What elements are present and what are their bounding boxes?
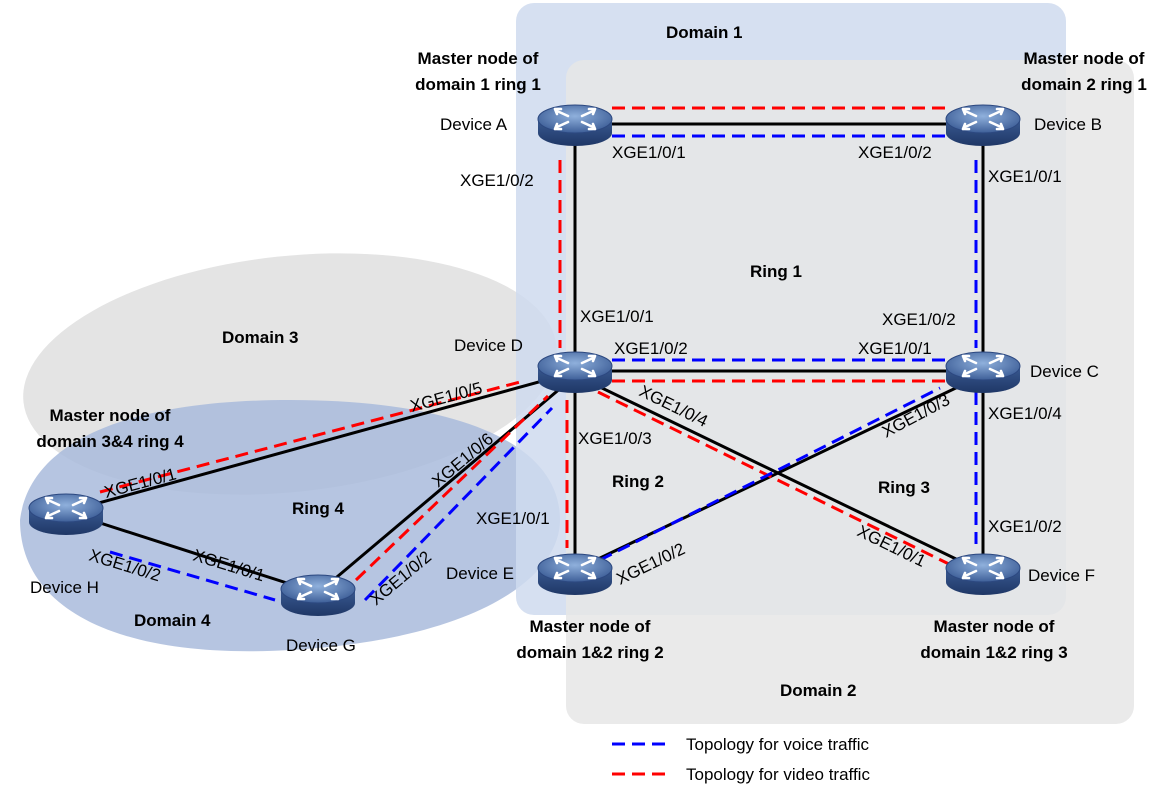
master-label-device-e: Master node of domain 1&2 ring 2 bbox=[516, 617, 663, 662]
port-a-xge1-0-1: XGE1/0/1 bbox=[612, 143, 686, 162]
master-label-device-h: Master node of domain 3&4 ring 4 bbox=[36, 406, 184, 451]
master-label-device-a: Master node of domain 1 ring 1 bbox=[415, 49, 541, 94]
domain-2-label: Domain 2 bbox=[780, 681, 857, 700]
svg-text:Master node of: Master node of bbox=[418, 49, 539, 68]
router-icon-device-f bbox=[944, 552, 1022, 597]
master-label-device-f: Master node of domain 1&2 ring 3 bbox=[920, 617, 1067, 662]
port-a-xge1-0-2: XGE1/0/2 bbox=[460, 171, 534, 190]
voice-traffic-paths bbox=[109, 134, 978, 602]
port-d-xge1-0-3: XGE1/0/3 bbox=[578, 429, 652, 448]
router-icon-device-b bbox=[944, 103, 1022, 148]
ring-3-label: Ring 3 bbox=[878, 478, 930, 497]
ring-1-label: Ring 1 bbox=[750, 262, 802, 281]
port-c-xge1-0-4: XGE1/0/4 bbox=[988, 404, 1062, 423]
port-b-xge1-0-1: XGE1/0/1 bbox=[988, 167, 1062, 186]
device-f-label: Device F bbox=[1028, 566, 1095, 585]
svg-text:domain 3&4 ring 4: domain 3&4 ring 4 bbox=[36, 432, 184, 451]
device-c-label: Device C bbox=[1030, 362, 1099, 381]
legend: Topology for voice traffic Topology for … bbox=[612, 735, 870, 784]
device-g-label: Device G bbox=[286, 636, 356, 655]
svg-text:Master node of: Master node of bbox=[934, 617, 1055, 636]
svg-text:domain 1 ring 1: domain 1 ring 1 bbox=[415, 75, 541, 94]
port-c-xge1-0-2: XGE1/0/2 bbox=[882, 310, 956, 329]
ring-4-label: Ring 4 bbox=[292, 499, 344, 518]
device-d-label: Device D bbox=[454, 336, 523, 355]
domain-3-label: Domain 3 bbox=[222, 328, 299, 347]
router-icon-device-c bbox=[944, 350, 1022, 395]
router-icon-device-a bbox=[536, 103, 614, 148]
router-icon-device-e bbox=[536, 552, 614, 597]
svg-text:domain 1&2 ring 3: domain 1&2 ring 3 bbox=[920, 643, 1067, 662]
svg-text:Master node of: Master node of bbox=[530, 617, 651, 636]
port-b-xge1-0-2: XGE1/0/2 bbox=[858, 143, 932, 162]
svg-text:domain 2 ring 1: domain 2 ring 1 bbox=[1021, 75, 1147, 94]
video-traffic-paths bbox=[99, 106, 956, 582]
master-label-device-b: Master node of domain 2 ring 1 bbox=[1021, 49, 1147, 94]
svg-text:Master node of: Master node of bbox=[50, 406, 171, 425]
ring-2-label: Ring 2 bbox=[612, 472, 664, 491]
domain-1-label: Domain 1 bbox=[666, 23, 743, 42]
svg-text:Master node of: Master node of bbox=[1024, 49, 1145, 68]
device-a-label: Device A bbox=[440, 115, 508, 134]
port-d-xge1-0-2: XGE1/0/2 bbox=[614, 339, 688, 358]
port-d-xge1-0-1: XGE1/0/1 bbox=[580, 307, 654, 326]
router-icon-device-d bbox=[536, 350, 614, 395]
port-f-xge1-0-2: XGE1/0/2 bbox=[988, 517, 1062, 536]
device-e-label: Device E bbox=[446, 564, 514, 583]
device-h-label: Device H bbox=[30, 578, 99, 597]
port-e-xge1-0-1: XGE1/0/1 bbox=[476, 509, 550, 528]
device-b-label: Device B bbox=[1034, 115, 1102, 134]
legend-voice-label: Topology for voice traffic bbox=[686, 735, 869, 754]
svg-text:domain 1&2 ring 2: domain 1&2 ring 2 bbox=[516, 643, 663, 662]
legend-video-label: Topology for video traffic bbox=[686, 765, 870, 784]
domain-4-label: Domain 4 bbox=[134, 611, 211, 630]
router-icon-device-h bbox=[27, 492, 105, 537]
port-c-xge1-0-1: XGE1/0/1 bbox=[858, 339, 932, 358]
router-icon-device-g bbox=[279, 573, 357, 618]
domain-4-area bbox=[20, 400, 560, 652]
